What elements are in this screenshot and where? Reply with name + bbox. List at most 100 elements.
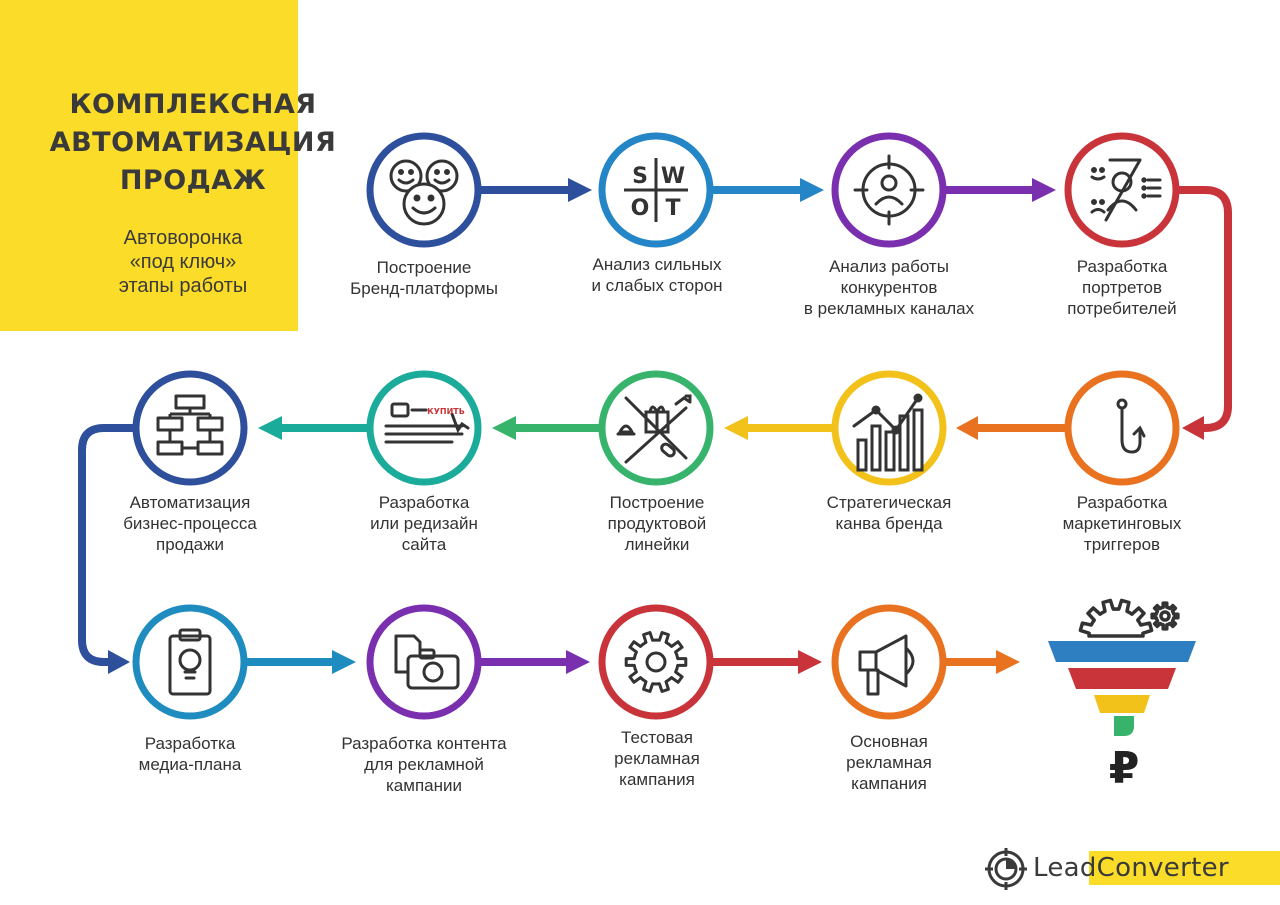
arrow-6-7: [724, 416, 838, 440]
sales-funnel-icon: ₽: [1048, 598, 1196, 794]
swot-icon: S W O T: [624, 158, 688, 222]
step-12-line-1: Тестовая: [621, 728, 693, 747]
step-4-label: Разработка портретов потребителей: [1002, 256, 1242, 319]
arrow-11-12: [476, 650, 590, 674]
step-4-line-1: Разработка: [1076, 257, 1168, 276]
step-9-circle: [132, 370, 248, 486]
step-5-line-3: триггеров: [1083, 535, 1161, 554]
step-9-label: Автоматизация бизнес-процесса продажи: [70, 492, 310, 555]
step-9-line-3: продажи: [156, 535, 224, 554]
step-11-line-1: Разработка контента: [341, 734, 507, 753]
hook-icon: [1116, 398, 1146, 454]
step-12-line-3: кампания: [619, 770, 695, 789]
step-3-line-3: в рекламных каналах: [803, 299, 975, 318]
arrow-1-2: [476, 178, 592, 202]
step-4-circle: [1064, 132, 1180, 248]
step-2-circle: S W O T: [598, 132, 714, 248]
arrow-2-3: [708, 178, 824, 202]
step-3-line-2: конкурентов: [840, 278, 938, 297]
arrow-8-9: [258, 416, 374, 440]
arrow-3-4: [941, 178, 1056, 202]
step-9-line-2: бизнес-процесса: [123, 514, 257, 533]
step-1-circle: [366, 132, 482, 248]
step-10-line-2: медиа-плана: [138, 755, 242, 774]
subtitle-line-3: этапы работы: [118, 275, 248, 297]
step-5-circle: [1064, 370, 1180, 486]
step-1-label: Построение Бренд-платформы: [304, 257, 544, 299]
step-8-circle: КУПИТЬ: [366, 370, 482, 486]
step-5-line-1: Разработка: [1076, 493, 1168, 512]
page-subtitle: Автоворонка «под ключ» этапы работы: [50, 226, 316, 298]
step-7-label: Построение продуктовой линейки: [537, 492, 777, 555]
step-6-label: Стратегическая канва бренда: [769, 492, 1009, 534]
arrow-7-8: [492, 416, 606, 440]
step-10-line-1: Разработка: [144, 734, 236, 753]
page-title: КОМПЛЕКСНАЯ АВТОМАТИЗАЦИЯ ПРОДАЖ: [0, 86, 386, 200]
step-6-circle: [831, 370, 947, 486]
files-camera-icon: [394, 634, 460, 690]
swot-letter-o: O: [631, 196, 650, 221]
arrow-4-5: [1174, 186, 1232, 440]
step-5-label: Разработка маркетинговых триггеров: [1002, 492, 1242, 555]
step-11-line-3: кампании: [386, 776, 462, 795]
buy-button-text: КУПИТЬ: [427, 407, 465, 416]
swot-letter-w: W: [661, 164, 685, 189]
step-9-line-1: Автоматизация: [129, 493, 251, 512]
step-6-line-2: канва бренда: [835, 514, 943, 533]
arrow-13-funnel: [941, 650, 1020, 674]
target-person-icon: [853, 154, 925, 226]
flowchart-icon: [156, 394, 224, 456]
gear-icon: [624, 631, 688, 693]
step-8-label: Разработка или редизайн сайта: [304, 492, 544, 555]
title-line-1: КОМПЛЕКСНАЯ: [69, 89, 317, 120]
arrow-5-6: [956, 416, 1068, 440]
arrow-12-13: [708, 650, 822, 674]
step-13-line-1: Основная: [850, 732, 928, 751]
faces-icon: [389, 159, 459, 226]
step-7-line-2: продуктовой: [607, 514, 707, 533]
subtitle-line-2: «под ключ»: [129, 251, 237, 273]
arrow-10-11: [242, 650, 356, 674]
leadconverter-logo-icon: [985, 848, 1027, 890]
step-5-line-2: маркетинговых: [1062, 514, 1182, 533]
step-2-label: Анализ сильных и слабых сторон: [537, 254, 777, 296]
step-13-label: Основная рекламная кампания: [769, 731, 1009, 794]
subtitle-line-1: Автоворонка: [123, 227, 243, 249]
header-background: [0, 0, 298, 331]
arrow-9-10: [78, 424, 140, 674]
growth-chart-icon: [852, 393, 924, 472]
step-2-line-1: Анализ сильных: [592, 255, 722, 274]
step-1-line-2: Бренд-платформы: [350, 279, 498, 298]
step-13-line-2: рекламная: [846, 753, 932, 772]
step-6-line-1: Стратегическая: [826, 493, 952, 512]
logo-word-lead: Lead: [1033, 853, 1097, 883]
consumer-portrait-icon: [1090, 158, 1162, 222]
step-11-circle: [366, 604, 482, 720]
swot-letter-s: S: [632, 164, 648, 189]
step-4-line-2: портретов: [1082, 278, 1162, 297]
step-13-line-3: кампания: [851, 774, 927, 793]
step-11-label: Разработка контента для рекламной кампан…: [304, 733, 544, 796]
website-icon: КУПИТЬ: [384, 402, 470, 444]
step-12-circle: [598, 604, 714, 720]
step-8-line-3: сайта: [401, 535, 447, 554]
swot-letter-t: T: [665, 196, 680, 221]
step-circles: S W O T: [132, 132, 1180, 720]
step-10-label: Разработка медиа-плана: [70, 733, 310, 775]
step-4-line-3: потребителей: [1067, 299, 1177, 318]
step-7-line-3: линейки: [624, 535, 690, 554]
step-7-circle: [598, 370, 714, 486]
clipboard-bulb-icon: [168, 628, 212, 696]
step-3-line-1: Анализ работы: [829, 257, 949, 276]
step-12-line-2: рекламная: [614, 749, 700, 768]
step-11-line-2: для рекламной: [364, 755, 484, 774]
step-7-line-1: Построение: [609, 493, 705, 512]
product-line-icon: [616, 394, 692, 464]
step-12-label: Тестовая рекламная кампания: [537, 727, 777, 790]
logo-word-converter: Converter: [1096, 853, 1229, 883]
step-8-line-2: или редизайн: [370, 514, 478, 533]
connectors: [78, 178, 1232, 674]
megaphone-icon: [858, 634, 915, 696]
title-line-2: АВТОМАТИЗАЦИЯ: [49, 127, 337, 158]
